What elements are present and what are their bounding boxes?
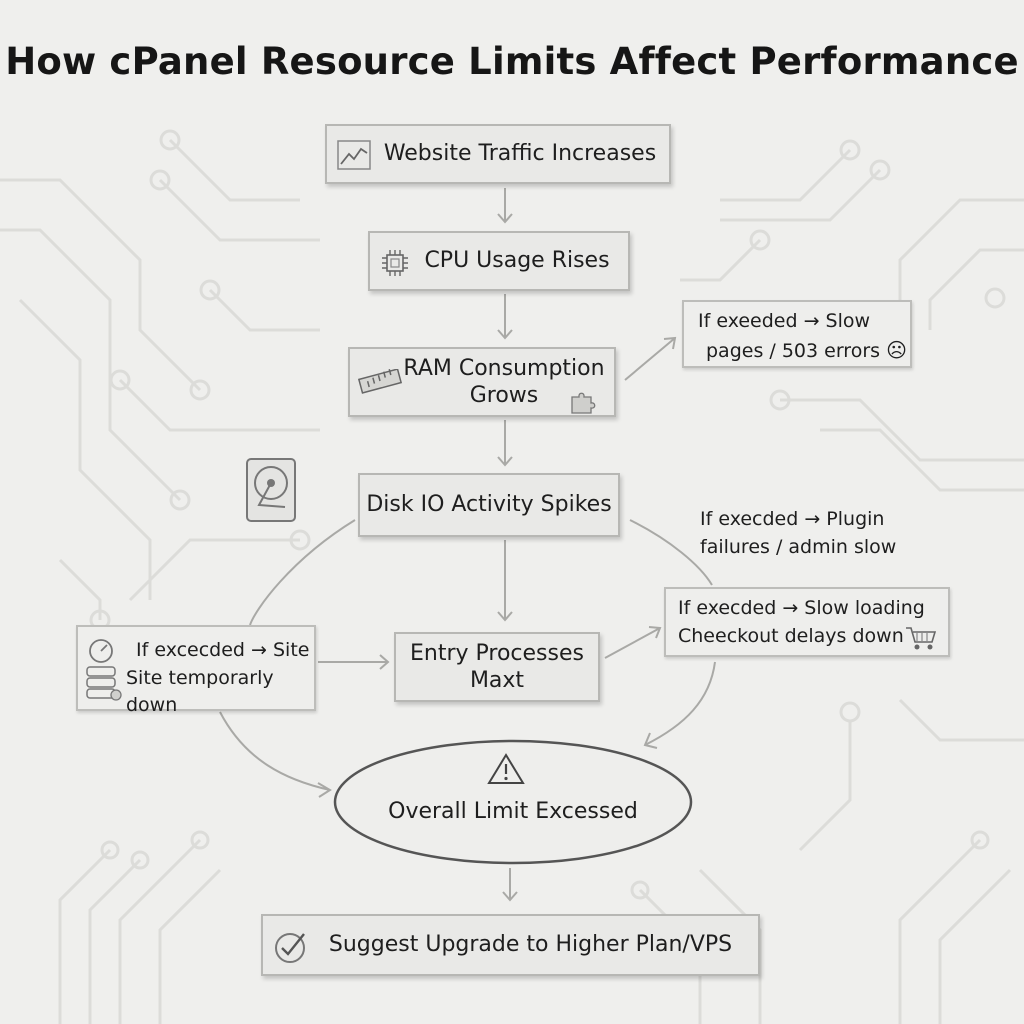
note-entry-line-1: If execded → Slow loading	[678, 597, 925, 619]
ram-module-icon	[358, 369, 403, 394]
note-ram-exceeded: If exeeded → Slow pages / 503 errors ☹	[682, 300, 912, 368]
note-site-down: If excecded → Site Site temporarly down	[76, 625, 316, 716]
step-entry-processes: Entry Processes Maxt	[394, 632, 600, 702]
arrow-ram-to-note	[624, 336, 677, 381]
shopping-cart-icon	[906, 627, 937, 650]
puzzle-icon	[571, 392, 596, 414]
note-site-line-1: If excecded → Site	[136, 639, 310, 661]
note-disk-exceeded: If execded → Plugin failures / admin slo…	[700, 506, 896, 561]
note-entry-exceeded: If execded → Slow loading Cheeckout dela…	[664, 587, 950, 657]
note-disk-line-2: failures / admin slow	[700, 535, 897, 558]
arrow-disk-to-entry	[497, 540, 513, 622]
step-traffic-label: Website Traffic Increases	[383, 141, 657, 167]
curve-right-to-overall	[643, 661, 716, 749]
gauge-server-icon	[86, 639, 122, 701]
step-cpu-label: CPU Usage Rises	[424, 248, 610, 274]
step-suggest-upgrade: Suggest Upgrade to Higher Plan/VPS	[261, 914, 760, 976]
note-disk-line-1: If execded → Plugin	[700, 508, 885, 530]
page-title: How cPanel Resource Limits Affect Perfor…	[5, 40, 1019, 83]
step-ram-label-1: RAM Consumption	[403, 355, 605, 381]
step-website-traffic: Website Traffic Increases	[325, 124, 671, 184]
arrow-overall-to-upgrade	[502, 868, 518, 902]
step-ram-consumption: RAM Consumption Grows	[348, 347, 616, 417]
step-disk-io: Disk IO Activity Spikes	[358, 473, 620, 537]
checkmark-icon	[275, 933, 305, 963]
arrow-cpu-to-ram	[497, 294, 513, 340]
connectors	[219, 188, 716, 902]
curve-disk-left	[249, 519, 356, 626]
note-site-line-2: Site temporarly down	[126, 666, 274, 717]
overall-limit-ellipse	[333, 739, 693, 865]
note-entry-line-2: Cheeckout delays down	[678, 624, 904, 647]
step-upgrade-label: Suggest Upgrade to Higher Plan/VPS	[328, 932, 733, 958]
arrow-site-to-entry	[318, 654, 390, 670]
step-entry-label-1: Entry Processes	[410, 640, 584, 666]
warning-icon	[487, 753, 525, 784]
curve-disk-right	[629, 519, 713, 586]
step-cpu-usage: CPU Usage Rises	[368, 231, 630, 291]
arrow-entry-to-note	[604, 626, 662, 659]
step-ram-label-2: Grows	[469, 383, 539, 408]
sad-face-icon: ☹	[886, 337, 907, 362]
line-chart-icon	[337, 140, 371, 170]
note-ram-line-1: If exeeded → Slow	[698, 310, 871, 332]
arrow-traffic-to-cpu	[497, 188, 513, 224]
hard-drive-icon	[246, 458, 296, 522]
curve-left-to-overall	[219, 711, 332, 798]
step-entry-label-2: Maxt	[469, 668, 525, 693]
arrow-ram-to-disk	[497, 420, 513, 467]
circuit-background	[0, 129, 1024, 1024]
step-disk-label: Disk IO Activity Spikes	[366, 492, 612, 518]
cpu-chip-icon	[382, 250, 408, 276]
step-overall-label: Overall Limit Excessed	[388, 799, 638, 824]
note-ram-line-2: pages / 503 errors	[706, 339, 881, 362]
